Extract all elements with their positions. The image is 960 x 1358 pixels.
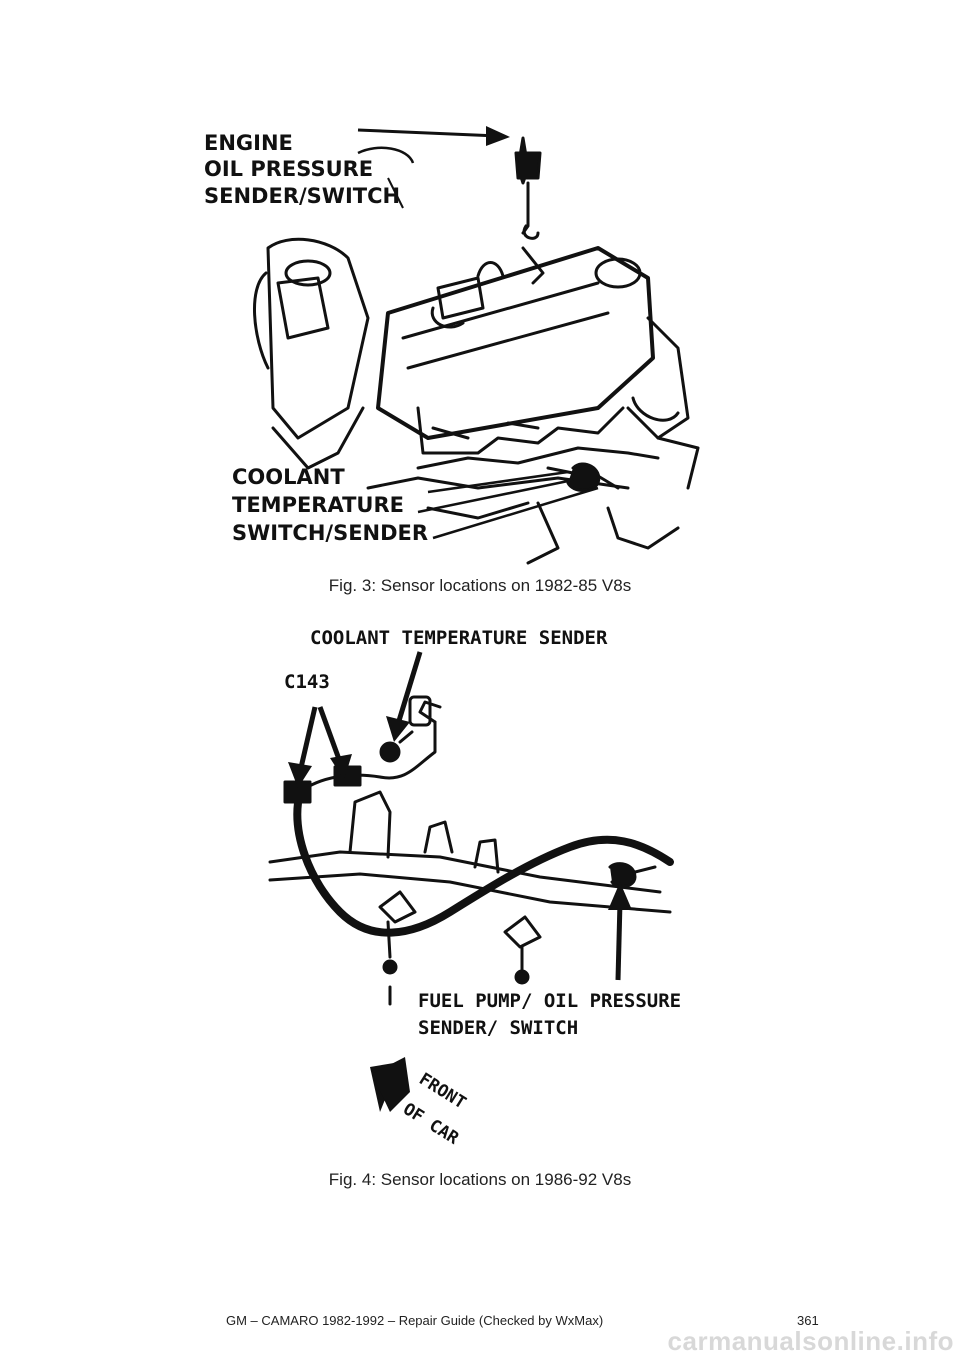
footer-guide-title: GM – CAMARO 1982-1992 – Repair Guide (Ch…	[226, 1313, 604, 1328]
figure-3-image: ENGINE OIL PRESSURE SENDER/SWITCH COOLAN…	[178, 108, 776, 570]
label-coolant-sender: COOLANT TEMPERATURE SENDER	[310, 627, 608, 649]
label-oil-line2: OIL PRESSURE	[204, 157, 373, 181]
label-coolant-line2: TEMPERATURE	[232, 493, 404, 517]
label-oil-line3: SENDER/SWITCH	[204, 184, 400, 208]
label-oil-line1: ENGINE	[204, 131, 293, 155]
figure-4-image: COOLANT TEMPERATURE SENDER C143 FUEL PUM…	[240, 612, 720, 1158]
label-c143: C143	[284, 671, 330, 693]
label-coolant-line3: SWITCH/SENDER	[232, 521, 428, 545]
label-coolant-line1: COOLANT	[232, 465, 345, 489]
figure-4-caption: Fig. 4: Sensor locations on 1986-92 V8s	[328, 1170, 632, 1189]
label-fuel-line1: FUEL PUMP/ OIL PRESSURE	[418, 990, 681, 1012]
watermark: carmanualsonline.info	[667, 1326, 954, 1356]
footer-page-number: 361	[797, 1313, 819, 1328]
engine-drawing-1982-85: ENGINE OIL PRESSURE SENDER/SWITCH COOLAN…	[204, 126, 700, 565]
label-fuel-line2: SENDER/ SWITCH	[418, 1017, 578, 1039]
figure-3-caption: Fig. 3: Sensor locations on 1982-85 V8s	[328, 576, 632, 595]
engine-drawing-1986-92: COOLANT TEMPERATURE SENDER C143 FUEL PUM…	[268, 627, 681, 1149]
